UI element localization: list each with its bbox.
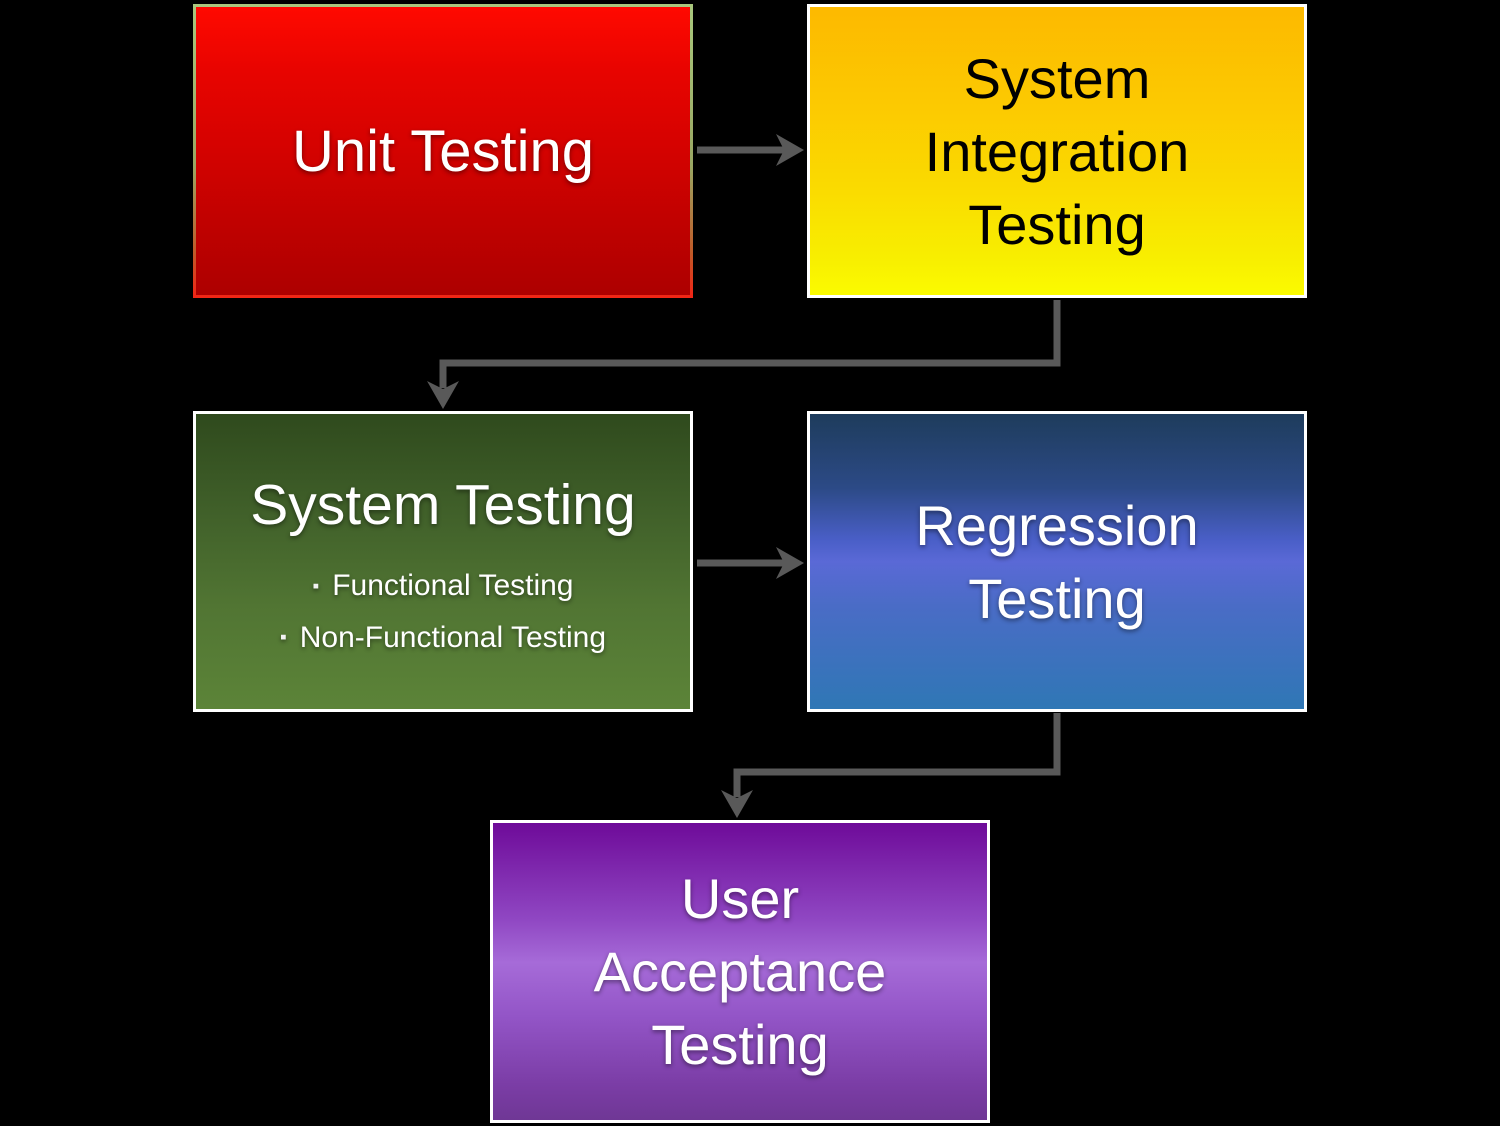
connector-regression-to-uat: [721, 713, 1061, 818]
node-label-line: System: [963, 46, 1151, 110]
node-unit-testing: Unit Testing: [193, 4, 693, 298]
node-regression-testing: Regression Testing: [807, 411, 1307, 712]
node-label-line: Integration: [924, 119, 1190, 183]
node-user-acceptance-testing: User Acceptance Testing: [490, 820, 990, 1123]
node-label: Unit Testing: [292, 118, 594, 184]
bullet-item: ▪ Non-Functional Testing: [280, 612, 606, 663]
node-label-line: User: [680, 867, 800, 930]
bullet-text: Functional Testing: [332, 569, 574, 603]
node-system-integration-testing: System Integration Testing: [807, 4, 1307, 298]
bullet-text: Non-Functional Testing: [299, 620, 607, 654]
node-label-line: Testing: [968, 192, 1146, 256]
node-system-testing: System Testing ▪ Functional Testing ▪ Non-…: [193, 411, 693, 712]
node-label-line: Regression: [915, 493, 1199, 557]
square-bullet-icon: ▪: [279, 626, 287, 648]
connector-system-to-regression: [697, 547, 804, 579]
square-bullet-icon: ▪: [312, 575, 320, 597]
node-label: System Testing: [250, 473, 636, 538]
connector-integration-to-system: [427, 300, 1061, 409]
node-label-line: Testing: [651, 1013, 829, 1076]
connector-unit-to-integration: [697, 134, 804, 166]
node-label-line: Acceptance: [593, 940, 887, 1003]
bullet-item: ▪ Functional Testing: [312, 560, 573, 611]
node-label-line: Testing: [968, 566, 1146, 630]
bullet-list: ▪ Functional Testing ▪ Non-Functional Test…: [280, 560, 606, 662]
